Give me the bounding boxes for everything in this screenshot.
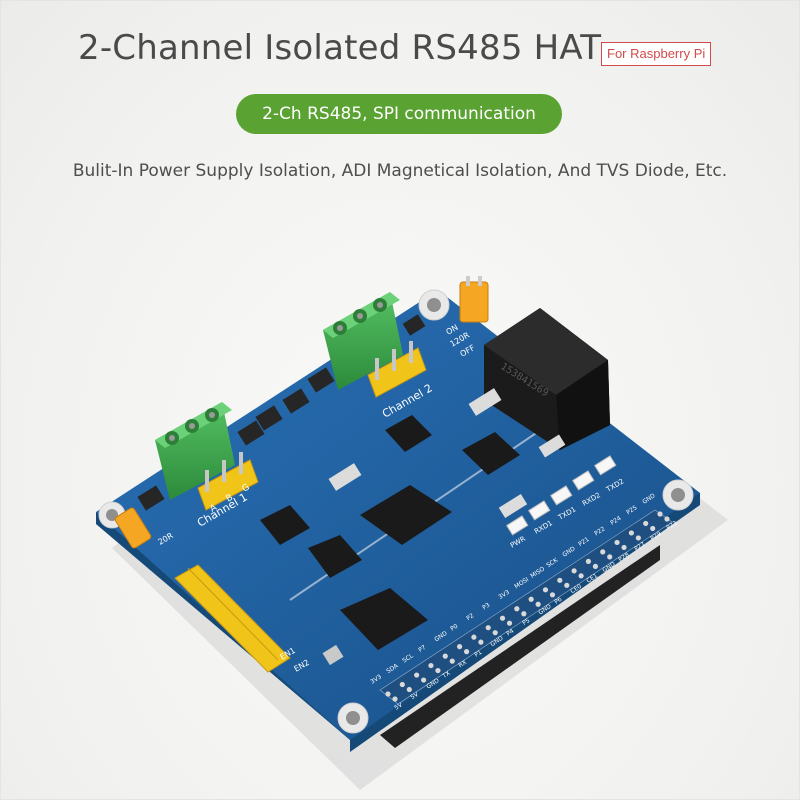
feature-pill: 2-Ch RS485, SPI communication <box>236 94 562 134</box>
gpio-pad <box>471 634 477 640</box>
terminal-block-channel-2 <box>323 292 403 390</box>
gpio-pads <box>385 511 670 702</box>
terminal-letter-b: B <box>225 493 235 505</box>
gpio-pad <box>435 667 441 674</box>
gpio-pad <box>478 639 484 645</box>
gpio-pad <box>657 511 663 517</box>
gpio-pad <box>414 672 420 678</box>
title-row: 2-Channel Isolated RS485 HAT For Raspber… <box>0 28 800 78</box>
gpio-pad <box>456 644 463 650</box>
gpio-pad <box>399 681 405 688</box>
gpio-pad <box>557 577 563 583</box>
gpio-pad <box>621 544 627 551</box>
gpio-pad <box>385 691 391 697</box>
gpio-pad <box>428 662 434 669</box>
gpio-pad <box>406 686 412 693</box>
gpio-pad <box>585 558 592 564</box>
feature-subtitle: Bulit-In Power Supply Isolation, ADI Mag… <box>72 161 728 181</box>
gpio-pin-label: P7 <box>417 644 427 654</box>
gpio-pin-label: 5V <box>393 701 404 712</box>
gpio-pin-label: P6 <box>553 596 563 606</box>
gpio-pad <box>600 549 606 555</box>
terminal-block-channel-1 <box>155 402 235 500</box>
gpio-pad <box>506 620 513 626</box>
gpio-pad <box>442 653 448 659</box>
enable-header-pins <box>174 564 291 673</box>
gpio-pad <box>542 587 549 593</box>
gpio-pad <box>463 649 470 655</box>
gpio-header <box>379 509 673 705</box>
gpio-pad <box>485 625 491 631</box>
gpio-pad <box>492 630 498 636</box>
gpio-pad <box>449 658 455 664</box>
gpio-pad <box>392 696 398 702</box>
gpio-pin-label: TX <box>440 670 451 681</box>
gpio-pad <box>528 596 534 602</box>
gpio-pad <box>607 554 613 560</box>
gpio-pad <box>571 568 577 574</box>
status-leds <box>506 455 617 536</box>
gpio-pad <box>499 615 506 621</box>
gpio-pad <box>592 563 599 569</box>
gpio-pad <box>549 592 556 598</box>
gpio-pad <box>535 601 541 607</box>
gpio-pin-label: P5 <box>521 617 531 627</box>
gpio-pad <box>514 606 520 612</box>
gpio-pin-label: P3 <box>481 602 491 612</box>
gpio-pad <box>664 516 670 522</box>
page-title: 2-Channel Isolated RS485 HAT <box>78 28 602 68</box>
gpio-pad <box>643 520 649 527</box>
termination-jumper <box>459 276 489 323</box>
terminal-letter-a: A <box>209 502 220 514</box>
gpio-pad <box>564 582 570 588</box>
gpio-pin-label: RX <box>457 659 468 669</box>
header-pins-channel-1 <box>197 452 259 511</box>
gpio-pad <box>578 573 584 579</box>
gpio-pin-label: P2 <box>465 612 475 622</box>
chips <box>260 415 520 650</box>
gpio-pad <box>614 539 620 546</box>
gpio-pad <box>650 525 656 532</box>
header-pins-channel-2 <box>367 341 427 398</box>
gpio-pad <box>635 535 641 541</box>
gpio-pin-label: P1 <box>473 649 483 659</box>
isolated-power-module: 153841569 <box>484 308 610 450</box>
gpio-pad <box>628 530 634 536</box>
left-jumper <box>114 507 152 549</box>
gpio-pad <box>521 611 527 617</box>
terminal-letter-g: G <box>241 482 252 494</box>
gpio-pin-label: P0 <box>449 623 459 633</box>
gpio-pad <box>421 677 427 683</box>
gpio-pin-label: P4 <box>505 628 515 638</box>
smd-components <box>137 314 566 666</box>
underside-header <box>380 545 660 748</box>
platform-tag: For Raspberry Pi <box>601 42 712 66</box>
gpio-pin-label: 5V <box>409 690 420 701</box>
